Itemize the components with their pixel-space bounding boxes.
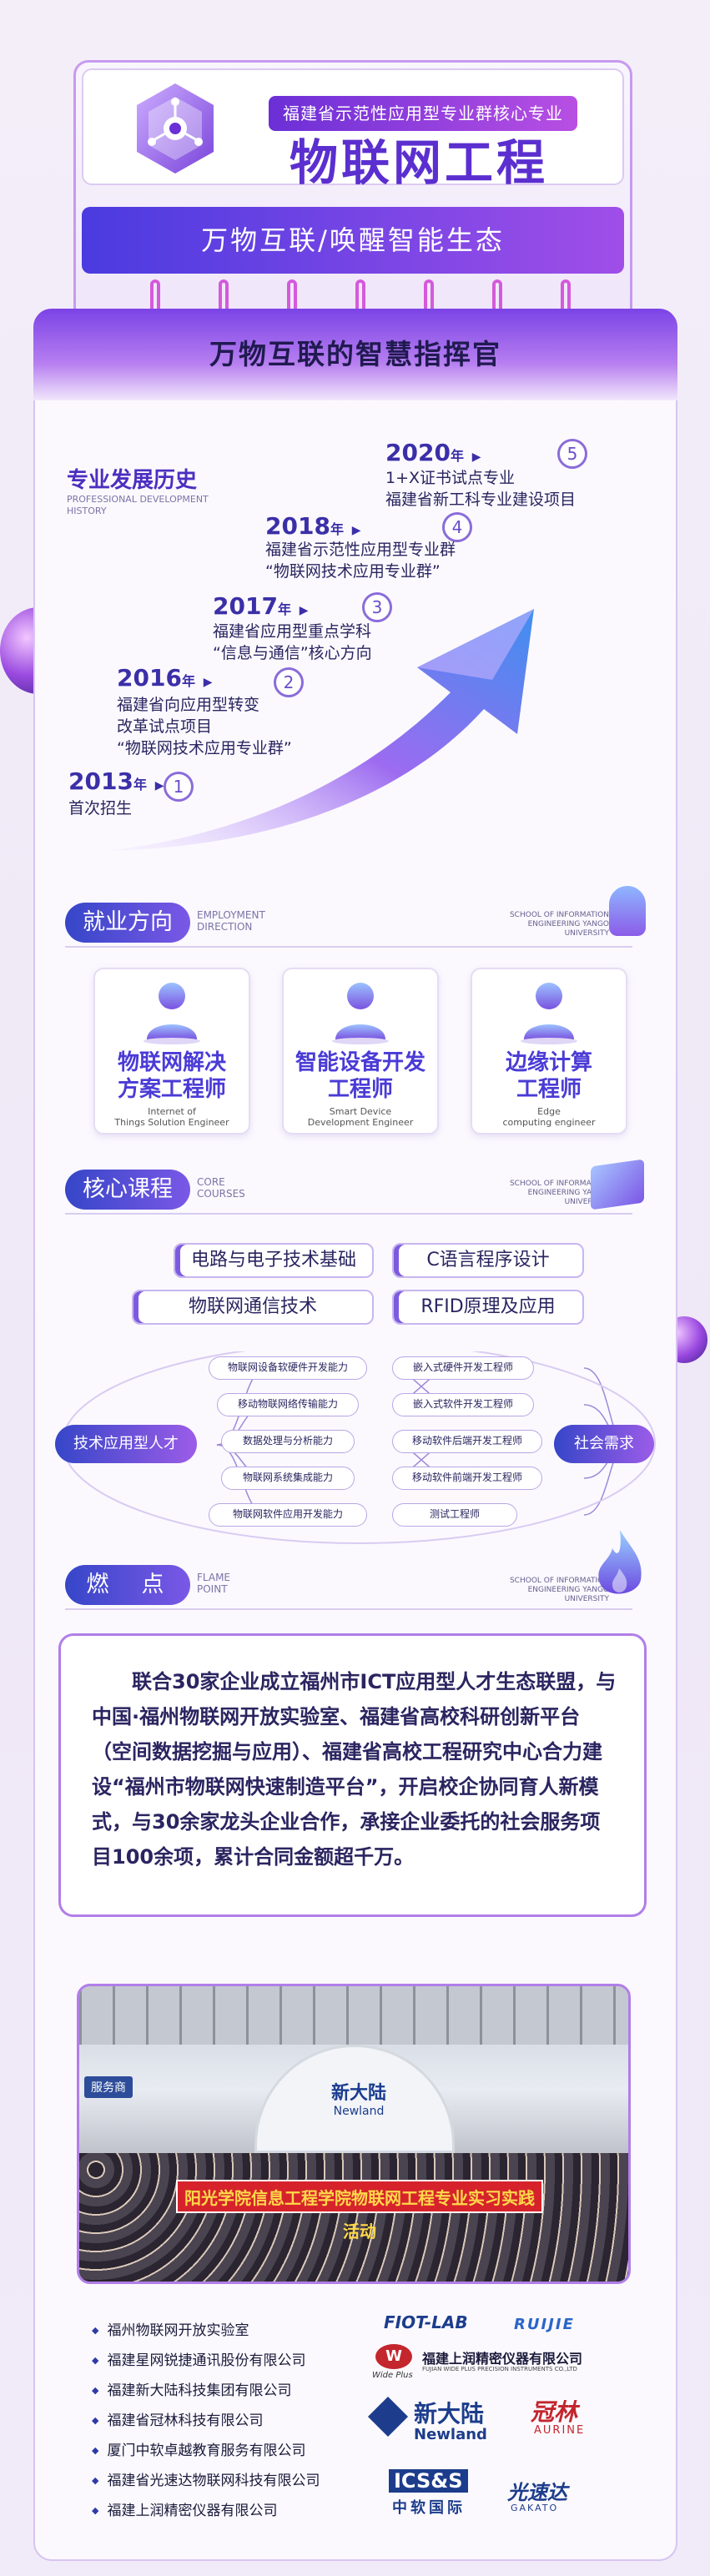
slogan-bar: 万物互联/唤醒智能生态 [82,207,624,274]
school-name-en: SCHOOL OF INFORMATION ENGINEERING YANGO … [509,1577,609,1603]
iot-logo-icon [137,83,214,174]
career-node: 测试工程师 [392,1503,517,1527]
book-3d-icon [591,1159,644,1210]
newland-logo-en: Newland [414,2426,487,2443]
milestone-desc: 福建省向应用型转变 改革试点项目 “物联网技术应用专业群” [117,696,292,757]
course-item: C语言程序设计 [392,1243,584,1278]
ruijie-logo: RUIJIE [514,2316,575,2333]
job-title: 物联网解决 方案工程师 [117,1050,226,1102]
milestone-number: 3 [362,592,392,622]
page-title: 物联网工程 [289,134,548,191]
job-title: 智能设备开发 工程师 [295,1050,425,1102]
partner-item: 福建新大陆科技集团有限公司 [92,2376,375,2406]
section-divider [65,1213,632,1215]
course-item: RFID原理及应用 [392,1290,584,1325]
ability-node: 物联网设备软硬件开发能力 [209,1356,367,1380]
milestone-year: 2016年 ▶ [117,664,213,692]
group-photo: 新大陆 Newland 服务商 阳光学院信息工程学院物联网工程专业实习实践活动 [77,1984,631,2284]
photo-brand-en: Newland [333,2105,385,2118]
person-3d-icon [609,886,646,936]
ics-logo-cn: 中软国际 [392,2499,466,2517]
courses-title-en: CORE COURSES [197,1176,245,1200]
diagram-right-node: 社会需求 [554,1425,654,1463]
job-title-en: Internet of Things Solution Engineer [114,1106,229,1128]
courses-title: 核心课程 [65,1170,190,1210]
employment-title: 就业方向 [65,903,190,943]
milestone-desc: 1+X证书试点专业 福建省新工科专业建设项目 [385,469,577,509]
job-title-en: Edge computing engineer [502,1106,596,1128]
school-name-en: SCHOOL OF INFORMATION ENGINEERING YANGO … [509,1180,609,1206]
partner-item: 厦门中软卓越教育服务有限公司 [92,2436,375,2466]
milestone-number: 5 [557,439,587,469]
flame-paragraph: 联合30家企业成立福州市ICT应用型人才生态联盟，与中国·福州物联网开放实验室、… [92,1670,617,1869]
photo-banner: 阳光学院信息工程学院物联网工程专业实习实践活动 [176,2180,543,2241]
shangrun-logo: 福建上润精密仪器有限公司 [422,2351,583,2367]
ability-diagram-lines [62,1351,656,1544]
milestone-year: 2013年 ▶ [68,767,164,795]
milestone-desc: 福建省示范性应用型专业群 “物联网技术应用专业群” [265,541,456,581]
job-title: 边缘计算 工程师 [505,1050,592,1102]
partner-list: 福州物联网开放实验室 福建星网锐捷通讯股份有限公司 福建新大陆科技集团有限公司 … [92,2316,375,2526]
header-pill: 福建省示范性应用型专业群核心专业 [269,96,577,131]
flame-text-box [58,1633,647,1917]
guanlin-logo: 冠林 [531,2398,578,2426]
partner-item: 福建星网锐捷通讯股份有限公司 [92,2346,375,2376]
photo-tag: 服务商 [84,2076,133,2098]
milestone-year: 2020年 ▶ [385,439,481,466]
milestone-desc: 首次招生 [68,799,133,818]
history-title: 专业发展历史 [67,468,198,493]
person-icon [332,983,389,1044]
gsd-logo-en: GAKATO [511,2503,559,2513]
ability-node: 物联网系统集成能力 [221,1467,355,1490]
milestone-desc: 福建省应用型重点学科 “信息与通信”核心方向 [213,622,372,662]
photo-ceiling [79,1986,628,2045]
partner-item: 福建上润精密仪器有限公司 [92,2496,375,2526]
career-node: 嵌入式硬件开发工程师 [392,1356,534,1380]
milestone-year: 2018年 ▶ [265,512,361,540]
growth-arrow [108,609,534,851]
section-divider [65,946,632,948]
wide-plus-label: Wide Plus [372,2371,413,2380]
flame-3d-icon [598,1530,642,1594]
milestone-number: 4 [442,512,472,542]
history-title-en: PROFESSIONAL DEVELOPMENT HISTORY [67,494,209,516]
milestone-number: 2 [274,667,304,697]
photo-brand-cn: 新大陆 [330,2083,386,2104]
flame-title-en: FLAME POINT [197,1572,231,1595]
diagram-left-node: 技术应用型人才 [55,1425,197,1463]
partner-item: 福建省冠林科技有限公司 [92,2406,375,2436]
photo-brand: 新大陆 Newland [296,2078,421,2118]
person-icon [521,983,577,1044]
career-node: 嵌入式软件开发工程师 [392,1393,534,1416]
person-icon [144,983,200,1044]
newland-logo: 新大陆 [414,2400,485,2428]
gsd-logo: 光速达 [507,2481,567,2504]
career-node: 移动软件后端开发工程师 [392,1430,542,1453]
milestone-number: 1 [164,772,194,802]
ability-node: 物联网软件应用开发能力 [209,1503,367,1527]
ability-node: 数据处理与分析能力 [221,1430,355,1453]
school-name-en: SCHOOL OF INFORMATION ENGINEERING YANGO … [509,911,609,938]
photo-crowd [79,2153,628,2282]
partner-item: 福建省光速达物联网科技有限公司 [92,2466,375,2496]
guanlin-logo-en: AURINE [534,2424,586,2437]
career-node: 移动软件前端开发工程师 [392,1467,542,1490]
main-title: 万物互联的智慧指挥官 [33,309,677,400]
course-item: 电路与电子技术基础 [174,1243,374,1278]
fiot-lab-logo: FIOT-LAB [384,2312,468,2332]
milestone-year: 2017年 ▶ [213,592,309,620]
course-item: 物联网通信技术 [132,1290,374,1325]
shangrun-logo-en: FUJIAN WIDE PLUS PRECISION INSTRUMENTS C… [422,2366,577,2372]
ability-node: 移动物联网络传输能力 [217,1393,359,1416]
ics-logo: ICS&S [389,2469,468,2493]
partner-item: 福州物联网开放实验室 [92,2316,375,2346]
wide-plus-logo: W [375,2344,412,2369]
section-divider [65,1608,632,1610]
job-title-en: Smart Device Development Engineer [307,1106,414,1128]
employment-title-en: EMPLOYMENT DIRECTION [197,909,265,933]
flame-title: 燃 点 [65,1565,190,1605]
